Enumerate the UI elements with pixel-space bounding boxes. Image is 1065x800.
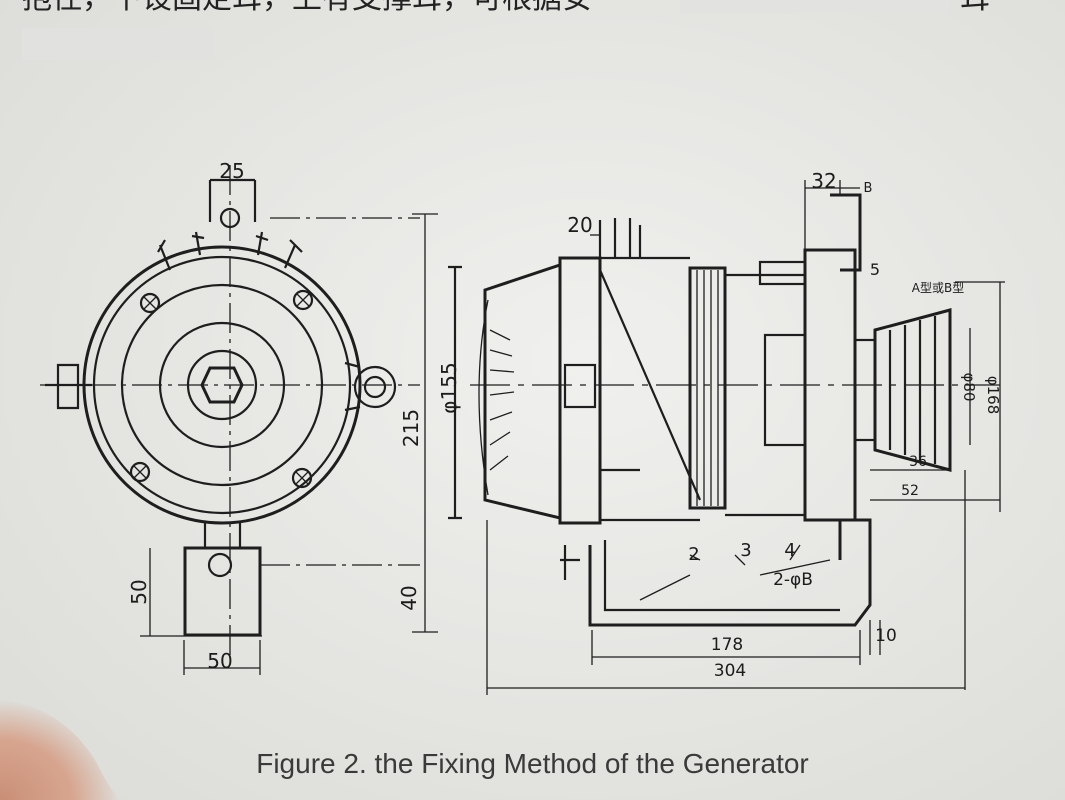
dim-80-label: φ80 (960, 373, 978, 402)
dim-215 (412, 213, 438, 633)
pulley-grooves (888, 316, 937, 464)
dim-50-left-label: 50 (127, 579, 151, 604)
right-ear-outer (353, 365, 397, 409)
part-4-label: 4 (784, 540, 795, 561)
through-bolt (563, 363, 597, 409)
bottom-mount-hole (207, 552, 233, 578)
redaction-block (22, 28, 214, 60)
top-lug (208, 178, 257, 222)
part-2-label: 2 (688, 544, 699, 565)
top-support-lug (830, 193, 862, 272)
dim-178-label: 178 (711, 635, 743, 655)
dim-pulley-lines (870, 281, 1005, 512)
pulley-type-label: A型或B型 (912, 281, 964, 295)
redaction-top (680, 0, 950, 14)
figure-caption: Figure 2. the Fixing Method of the Gener… (256, 748, 809, 779)
label-B: B (864, 181, 873, 196)
bottom-mount (183, 546, 262, 637)
dim-32-label: 32 (811, 169, 836, 193)
front-housing (558, 256, 602, 525)
dim-155-line (448, 265, 462, 520)
dim-36-label: 36 (909, 454, 927, 470)
stator-stack (688, 266, 727, 510)
side-terminals (598, 218, 642, 258)
fan-blades (489, 329, 515, 471)
finger-shadow (0, 700, 120, 800)
housing-screws (129, 289, 314, 489)
dim-52-label: 52 (901, 483, 919, 499)
dim-215-label: 215 (399, 409, 423, 447)
front-view: 25 215 50 40 50 (40, 159, 438, 675)
dim-40-label: 40 (397, 585, 421, 610)
dim-20-label: 20 (567, 213, 592, 237)
dim-10-label: 10 (875, 626, 897, 646)
terminals (157, 231, 303, 271)
holes-label: 2-φB (773, 570, 813, 590)
dim-5-label: 5 (870, 260, 880, 279)
dim-155-label: φ155 (437, 362, 461, 413)
dim-25-label: 25 (219, 159, 244, 183)
dim-50-left (140, 548, 262, 637)
dim-50-bottom (183, 640, 261, 675)
right-ear-hole (363, 375, 387, 399)
side-view: 20 φ155 32 B 5 A型或B型 φ80 φ168 36 52 178 … (437, 169, 1005, 695)
dim-178-line (591, 630, 861, 665)
dim-10-line (869, 620, 881, 655)
dim-32-line (804, 180, 860, 250)
top-text-end: 耳 (960, 0, 990, 16)
dim-304-label: 304 (714, 661, 746, 681)
dim-304-line (486, 470, 966, 695)
dim-50-bottom-label: 50 (207, 649, 232, 673)
part-3-label: 3 (740, 540, 751, 561)
top-text-line: 抱住，下设固定耳，上有支撑耳，可根据安 耳 (22, 0, 990, 60)
top-text: 抱住，下设固定耳，上有支撑耳，可根据安 (22, 0, 592, 16)
dim-168-label: φ168 (984, 376, 1002, 415)
centerlines (40, 165, 420, 660)
